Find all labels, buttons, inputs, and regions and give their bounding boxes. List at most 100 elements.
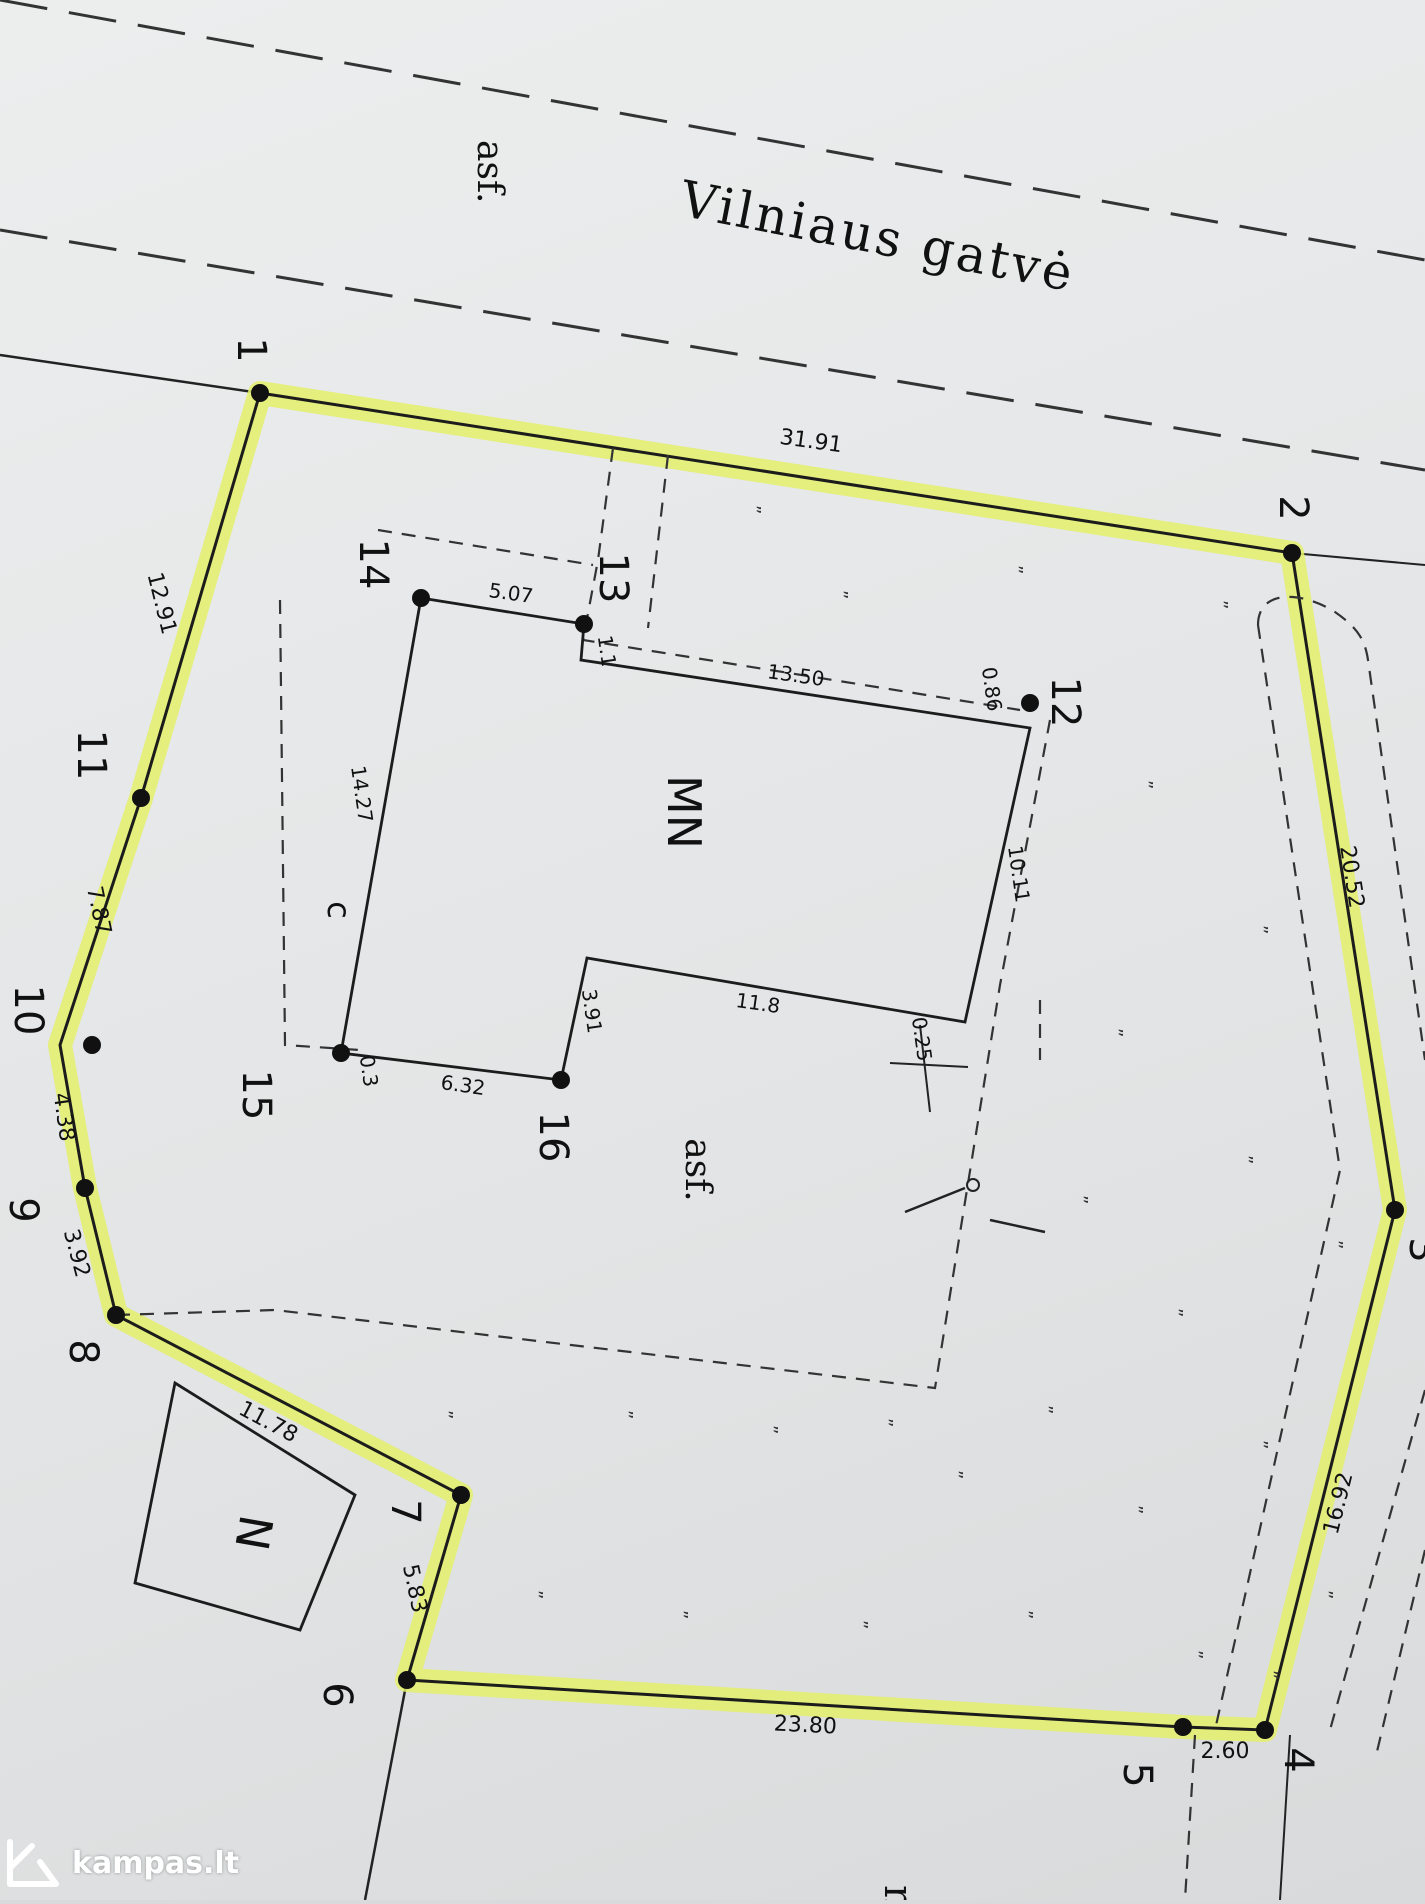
building-point-label-14: 14 [350, 539, 396, 590]
grass-mark: ” [875, 1418, 896, 1427]
segment-length-9-10: 4.38 [48, 1091, 80, 1143]
annex-label: c [320, 901, 358, 919]
grass-mark: ” [850, 1620, 871, 1629]
building-dim-13-50: 13.50 [766, 659, 826, 691]
grass-mark: ” [525, 1590, 546, 1599]
neighbour-boundary-line [0, 353, 261, 395]
plot-vertex-2 [1283, 544, 1301, 562]
yard-outline [115, 447, 1052, 1390]
grass-mark: ” [615, 1410, 636, 1419]
neighbour-boundary-line [1279, 1734, 1291, 1901]
plot-vertex-6 [398, 1671, 416, 1689]
grass-mark: ” [1125, 1505, 1146, 1514]
plot-boundary [58, 391, 1397, 1732]
grass-mark: ” [670, 1610, 691, 1619]
grass-mark: ” [1315, 1590, 1336, 1599]
yard-surface-label: asf. [677, 1138, 718, 1201]
building-vertex-12 [1021, 694, 1039, 712]
plot-vertex-5 [1174, 1718, 1192, 1736]
plot-vertex-9 [76, 1179, 94, 1197]
entrance-mark [966, 1178, 980, 1192]
street-edge-lines [0, 0, 1425, 472]
grass-mark: ” [1250, 1440, 1271, 1449]
street-name: Vilniaus gatvė [675, 170, 1080, 304]
building-dim-0-86: 0.86 [977, 665, 1007, 712]
segment-length-6-7: 5.83 [397, 1562, 432, 1615]
plot-vertex-3 [1386, 1201, 1404, 1219]
plot-point-label-11: 11 [68, 730, 114, 781]
building-vertex-13 [575, 615, 593, 633]
main-building-outline [339, 596, 1032, 1082]
watermark-text: kampas.lt [72, 1845, 240, 1881]
building-point-label-16: 16 [530, 1112, 576, 1163]
building-dim-0-3: 0.3 [355, 1054, 383, 1089]
grass-mark: ” [1250, 925, 1271, 934]
grass-mark: ” [1070, 1195, 1091, 1204]
segment-length-11-1: 12.91 [142, 570, 181, 637]
axis-mark [889, 1062, 969, 1068]
plot-point-label-1: 1 [228, 337, 274, 362]
building-vertices [332, 589, 1039, 1089]
building-dim-14-27: 14.27 [346, 764, 378, 824]
plot-vertex-8 [107, 1306, 125, 1324]
building-vertex-14 [412, 589, 430, 607]
building-point-label-15: 15 [233, 1070, 279, 1121]
building-dim-5-07: 5.07 [487, 578, 534, 608]
plot-vertices [76, 384, 1404, 1739]
edge-text-fragment: n [875, 1885, 921, 1900]
grass-mark: ” [1135, 780, 1156, 789]
plot-point-label-6: 6 [314, 1682, 360, 1707]
segment-length-1-2: 31.91 [778, 425, 844, 459]
building-label: MN [657, 775, 711, 849]
segment-length-5-6: 23.80 [773, 1711, 837, 1739]
grass-mark: ” [1235, 1155, 1256, 1164]
plot-point-label-9: 9 [0, 1197, 46, 1222]
plot-point-label-8: 8 [60, 1339, 106, 1364]
grass-mark: ” [830, 590, 851, 599]
grass-mark: ” [760, 1425, 781, 1434]
small-building-label: N [224, 1511, 283, 1554]
building-dim-10-11: 10.11 [1003, 844, 1035, 904]
segment-length-4-5: 2.60 [1201, 1739, 1250, 1764]
plot-point-label-5: 5 [1114, 1762, 1160, 1787]
entrance-arrow [989, 1218, 1046, 1234]
building-dim-11-8: 11.8 [734, 988, 781, 1018]
grass-mark: ” [1325, 1240, 1346, 1249]
street-surface-label: asf. [469, 140, 510, 203]
grass-mark: ” [743, 505, 764, 514]
plot-point-label-10: 10 [5, 985, 51, 1036]
building-point-label-13: 13 [590, 553, 636, 604]
grass-mark: ” [1035, 1405, 1056, 1414]
plot-vertex-4 [1256, 1721, 1274, 1739]
building-dim-3-91: 3.91 [577, 987, 607, 1034]
building-vertex-15 [332, 1044, 350, 1062]
grass-mark: ” [1165, 1308, 1186, 1317]
grass-mark: ” [1105, 1028, 1126, 1037]
plot-point-label-4: 4 [1275, 1747, 1321, 1772]
entrance-arrow [904, 1186, 966, 1214]
axis-mark [919, 1024, 931, 1113]
grass-mark: ” [1185, 1650, 1206, 1659]
grass-mark: ” [1005, 565, 1026, 574]
plot-vertex-1 [251, 384, 269, 402]
grass-mark: ” [1210, 600, 1231, 609]
driveway-outline [1183, 595, 1425, 1901]
grass-marks: ” ” ” ” ” ” ” ” ” ” ” ” ” ” ” ” ” ” ” ” ” ” ” ” ” ” [435, 505, 1346, 1679]
kampas-logo-icon [7, 1839, 59, 1887]
building-dim-0-25: 0.25 [907, 1015, 937, 1062]
plot-point-label-2: 2 [1270, 495, 1316, 520]
plot-point-label-3: 3 [1400, 1237, 1425, 1262]
plot-vertex-7 [452, 1486, 470, 1504]
grass-mark: ” [1260, 1670, 1281, 1679]
neighbour-boundary-line [363, 1679, 409, 1901]
small-building-outline [133, 1380, 357, 1632]
building-dim-6-32: 6.32 [439, 1070, 486, 1100]
grass-mark: ” [1015, 1610, 1036, 1619]
plot-vertex-10 [83, 1036, 101, 1054]
plot-point-label-7: 7 [382, 1499, 428, 1524]
grass-mark: ” [945, 1470, 966, 1479]
grass-mark: ” [435, 1410, 456, 1419]
building-point-label-12: 12 [1042, 677, 1088, 728]
